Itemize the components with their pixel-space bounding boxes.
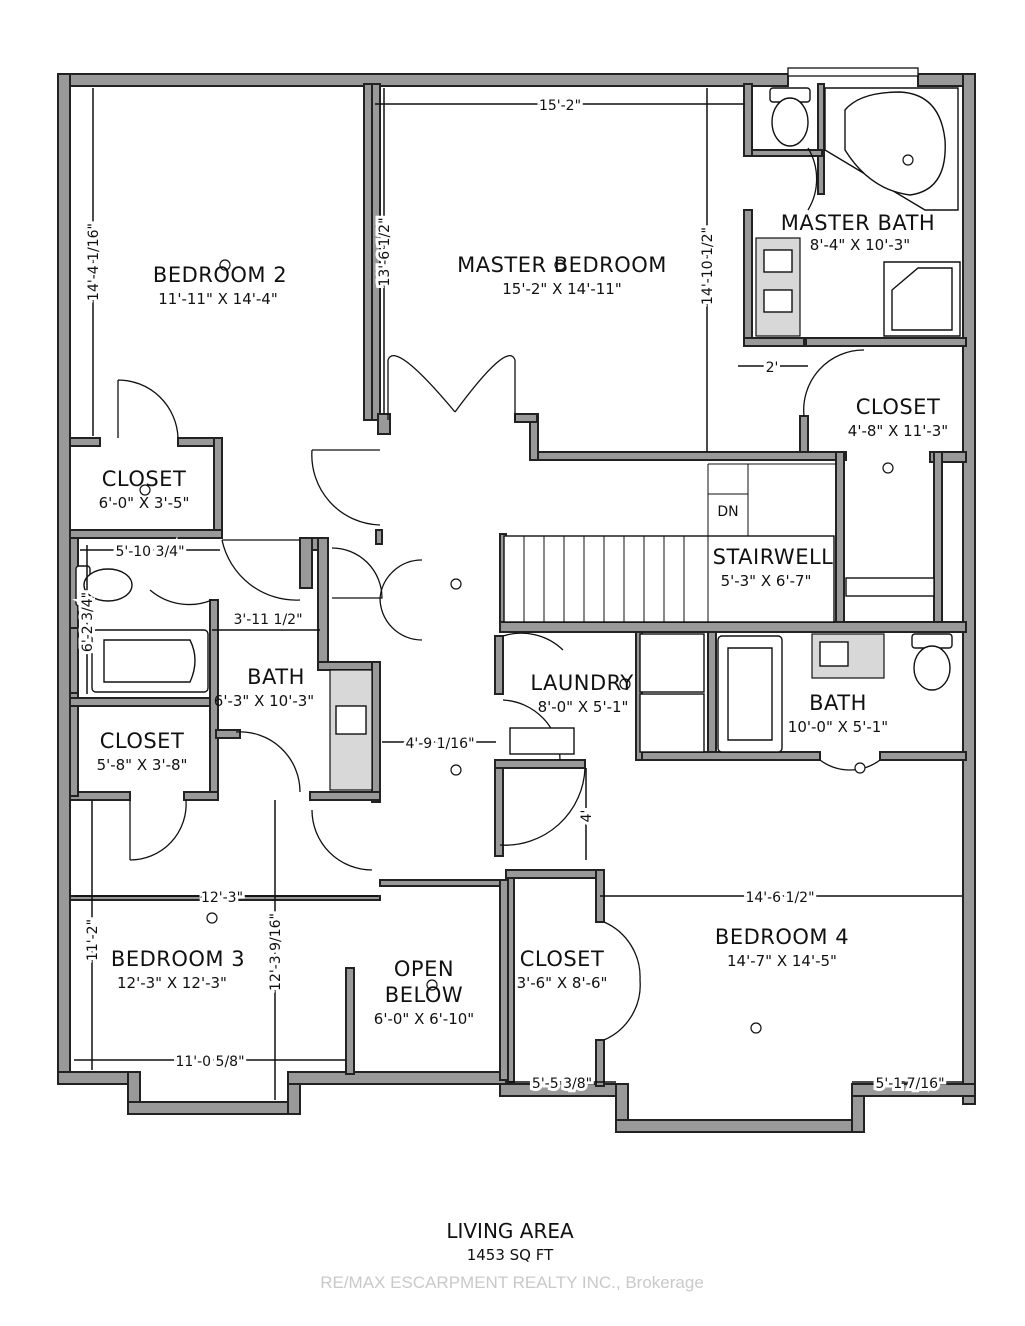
laundry-dims: 8'-0" X 5'-1"	[538, 698, 629, 716]
bedroom4-name: BEDROOM 4	[715, 925, 849, 949]
closet-b3-dims: 5'-8" X 3'-8"	[97, 756, 188, 774]
open-below-name1: OPEN	[394, 957, 454, 981]
dim-13-6-1-2: 13'-6 1/2"	[377, 217, 393, 286]
dim-4-9-1-16: 4'-9 1/16"	[405, 736, 474, 752]
dim-12-3: 12'-3"	[201, 890, 243, 906]
doors	[117, 147, 881, 1041]
bath-main-dims: 6'-3" X 10'-3"	[214, 692, 314, 710]
bedroom4-dims: 14'-7" X 14'-5"	[727, 952, 837, 970]
dim-14-10-1-2: 14'-10 1/2"	[700, 227, 716, 305]
bath-main-name: BATH	[247, 665, 305, 689]
dim-15-2: 15'-2"	[539, 98, 581, 114]
bedroom2-name: BEDROOM 2	[153, 263, 287, 287]
dimension-labels: 15'-2" 14'-4 1/16" 13'-6 1/2" 14'-10 1/2…	[77, 95, 948, 1095]
room-labels: BEDROOM 2 11'-11" X 14'-4" MASTER BEDROO…	[97, 211, 949, 1028]
dim-12-3-9-16: 12'-3 9/16"	[268, 913, 284, 991]
dim-6-2-3-4: 6'-2 3/4"	[80, 592, 96, 652]
dimension-lines	[74, 88, 962, 1100]
bedroom3-dims: 12'-3" X 12'-3"	[117, 974, 227, 992]
ceiling-lights	[139, 259, 894, 1034]
closet-b4-name: CLOSET	[520, 947, 605, 971]
open-below-name2: BELOW	[385, 983, 463, 1007]
master-bath-name: MASTER BATH	[781, 211, 935, 235]
closet-master-dims: 4'-8" X 11'-3"	[848, 422, 948, 440]
bath-right-dims: 10'-0" X 5'-1"	[788, 718, 888, 736]
dim-4: 4'	[579, 810, 595, 823]
dim-11-2: 11'-2"	[85, 919, 101, 961]
bedroom2-dims: 11'-11" X 14'-4"	[158, 290, 278, 308]
dim-3-11-1-2: 3'-11 1/2"	[233, 612, 302, 628]
bedroom3-name: BEDROOM 3	[111, 947, 245, 971]
dim-5-5-3-8: 5'-5 3/8"	[532, 1076, 592, 1092]
stairwell-name: STAIRWELL	[713, 545, 834, 569]
living-area-title: LIVING AREA	[446, 1219, 574, 1243]
footer: LIVING AREA 1453 SQ FT RE/MAX ESCARPMENT…	[320, 1219, 704, 1292]
dim-2: 2'	[766, 360, 779, 376]
dim-14-4-1-16: 14'-4 1/16"	[86, 223, 102, 301]
closet-b4-dims: 3'-6" X 8'-6"	[517, 974, 608, 992]
dim-dn: DN	[717, 504, 738, 520]
closet-b2-name: CLOSET	[102, 467, 187, 491]
closet-b3-name: CLOSET	[100, 729, 185, 753]
master-bedroom-dims: 15'-2" X 14'-11"	[502, 280, 622, 298]
dim-14-6-1-2: 14'-6 1/2"	[745, 890, 814, 906]
living-area-sqft: 1453 SQ FT	[467, 1246, 554, 1264]
master-bedroom-name: MASTER BEDROOM	[457, 253, 667, 277]
brokerage-watermark: RE/MAX ESCARPMENT REALTY INC., Brokerage	[320, 1273, 704, 1292]
master-bath-dims: 8'-4" X 10'-3"	[810, 236, 910, 254]
dim-5-1-7-16: 5'-1 7/16"	[875, 1076, 944, 1092]
laundry-name: LAUNDRY	[530, 671, 633, 695]
open-below-dims: 6'-0" X 6'-10"	[374, 1010, 474, 1028]
exterior-walls	[57, 67, 976, 1133]
closet-master-name: CLOSET	[856, 395, 941, 419]
dim-11-0-5-8: 11'-0 5/8"	[175, 1054, 244, 1070]
stairwell-dims: 5'-3" X 6'-7"	[721, 572, 812, 590]
bath-right-name: BATH	[809, 691, 867, 715]
dim-5-10-3-4: 5'-10 3/4"	[115, 544, 184, 560]
closet-b2-dims: 6'-0" X 3'-5"	[99, 494, 190, 512]
